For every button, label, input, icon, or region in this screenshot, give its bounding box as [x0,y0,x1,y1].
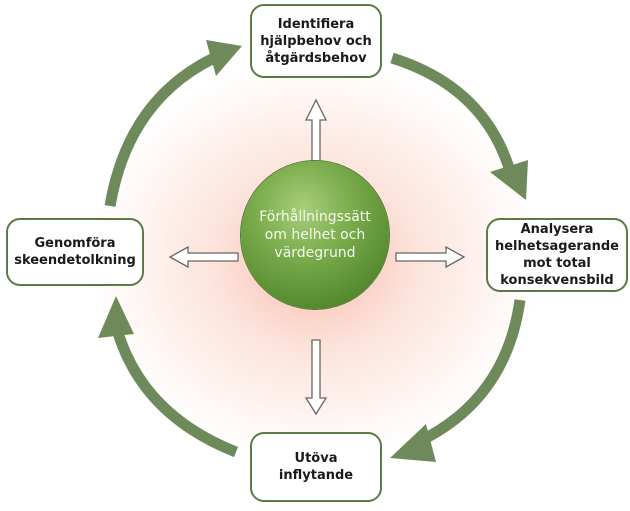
radial-arrow-right [395,245,466,269]
cycle-arrow-group [98,40,528,462]
node-identifiera: Identifiera hjälpbehov och åtgärdsbehov [250,4,382,78]
arrow-head-bottom-to-left [98,296,134,338]
radial-arrow-down [304,339,328,416]
node-analysera: Analysera helhetsagerande mot total kons… [486,218,628,292]
arrow-left-to-top [104,53,217,207]
radial-arrow-left [168,245,239,269]
arrow-head-left-to-top [206,40,242,76]
node-genomfora: Genomföra skeendetolkning [6,218,144,286]
node-utova: Utöva inflytande [250,432,382,502]
arrow-right-to-bottom [415,299,526,447]
arrow-head-right-to-bottom [390,424,436,462]
center-circle: Förhållningssätt om helhet och värdegrun… [241,161,389,309]
center-label: Förhållningssätt om helhet och värdegrun… [259,209,371,261]
arrow-top-to-right [390,52,518,180]
arrow-head-top-to-right [490,160,528,200]
arrow-bottom-to-left [110,324,239,458]
